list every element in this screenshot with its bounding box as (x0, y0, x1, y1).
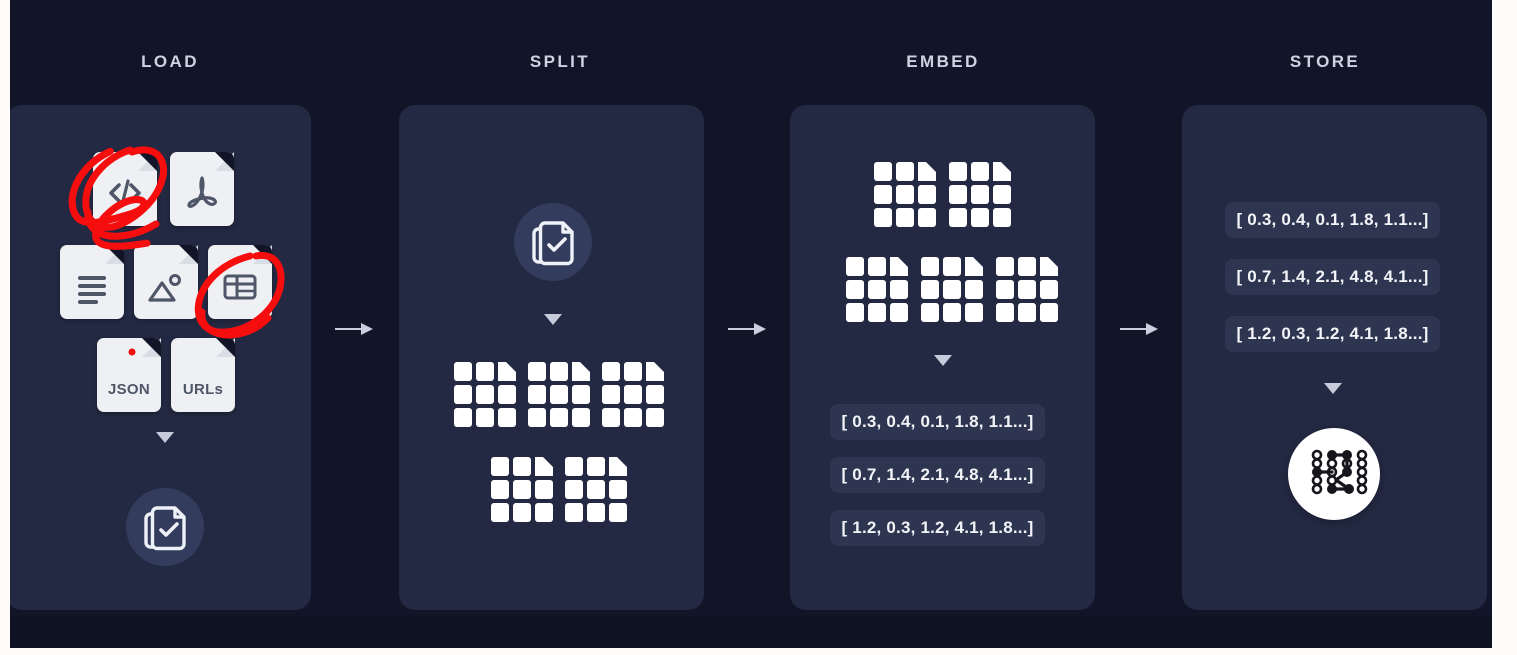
arrow-split-to-embed (728, 322, 768, 336)
chunked-document-icon (996, 257, 1058, 322)
split-chunk-icon-4[interactable] (489, 455, 555, 525)
embed-vector-pill-3[interactable]: [ 1.2, 0.3, 1.2, 4.1, 1.8...] (830, 510, 1045, 546)
store-vector-pill-2[interactable]: [ 0.7, 1.4, 2.1, 4.8, 4.1...] (1225, 259, 1440, 295)
column-header-load: LOAD (141, 52, 199, 71)
code-glyph-icon (109, 179, 141, 207)
file-corner-cut (142, 338, 161, 357)
json-file-label: JSON (107, 381, 151, 398)
split-down-marker-icon (544, 314, 562, 325)
column-headers: LOAD SPLIT EMBED STORE (10, 0, 1492, 100)
acrobat-glyph-icon (187, 176, 217, 208)
embed-chunk-icon-2[interactable] (947, 160, 1013, 230)
store-vector-pill-3[interactable]: [ 1.2, 0.3, 1.2, 4.1, 1.8...] (1225, 316, 1440, 352)
file-corner-cut (179, 245, 198, 264)
chunked-document-icon (949, 162, 1011, 227)
urls-file-icon[interactable]: URLs (171, 338, 235, 412)
chunked-document-icon (602, 362, 664, 427)
chunked-document-icon (874, 162, 936, 227)
arrow-head (1146, 323, 1158, 335)
embed-chunk-icon-1[interactable] (872, 160, 938, 230)
split-chunk-icon-1[interactable] (452, 360, 518, 430)
table-glyph-icon (223, 274, 257, 300)
column-header-split: SPLIT (529, 52, 591, 71)
file-corner-cut (215, 152, 234, 171)
split-source-document-check-badge[interactable] (514, 203, 592, 281)
document-check-icon (532, 221, 574, 266)
vector-database-badge[interactable] (1288, 428, 1380, 520)
document-check-icon (144, 506, 186, 551)
arrow-shaft (1120, 328, 1148, 330)
split-chunk-icon-5[interactable] (563, 455, 629, 525)
arrow-shaft (728, 328, 756, 330)
json-file-icon[interactable]: JSON (97, 338, 161, 412)
chunked-document-icon (454, 362, 516, 427)
code-file-icon[interactable] (93, 152, 157, 226)
chunked-document-icon (846, 257, 908, 322)
embed-chunk-icon-4[interactable] (919, 255, 985, 325)
pipeline-diagram: LOAD SPLIT EMBED STORE (10, 0, 1492, 648)
text-lines-glyph-icon (78, 276, 106, 304)
embed-vector-pill-2[interactable]: [ 0.7, 1.4, 2.1, 4.8, 4.1...] (830, 457, 1045, 493)
embed-chunk-icon-3[interactable] (844, 255, 910, 325)
embed-down-marker-icon (934, 355, 952, 366)
bottom-strip (10, 616, 1492, 648)
chunked-document-icon (921, 257, 983, 322)
store-vector-pill-1[interactable]: [ 0.3, 0.4, 0.1, 1.8, 1.1...] (1225, 202, 1440, 238)
store-down-marker-icon (1324, 383, 1342, 394)
load-down-marker-icon (156, 432, 174, 443)
vector-database-logo-icon (1311, 449, 1368, 495)
chunked-document-icon (528, 362, 590, 427)
table-file-icon[interactable] (208, 245, 272, 319)
file-corner-cut (216, 338, 235, 357)
embed-chunk-icon-5[interactable] (994, 255, 1060, 325)
column-header-store: STORE (1289, 52, 1361, 71)
pdf-file-icon[interactable] (170, 152, 234, 226)
split-chunk-icon-3[interactable] (600, 360, 666, 430)
chunked-document-icon (565, 457, 627, 522)
column-header-embed: EMBED (906, 52, 980, 71)
text-file-icon[interactable] (60, 245, 124, 319)
image-file-icon[interactable] (134, 245, 198, 319)
arrow-shaft (335, 328, 363, 330)
split-card (399, 105, 704, 610)
store-card (1182, 105, 1487, 610)
load-result-document-check-badge[interactable] (126, 488, 204, 566)
arrow-load-to-split (335, 322, 375, 336)
urls-file-label: URLs (182, 381, 224, 398)
chunked-document-icon (491, 457, 553, 522)
split-chunk-icon-2[interactable] (526, 360, 592, 430)
arrow-head (361, 323, 373, 335)
embed-vector-pill-1[interactable]: [ 0.3, 0.4, 0.1, 1.8, 1.1...] (830, 404, 1045, 440)
picture-glyph-icon (148, 274, 181, 302)
arrow-head (754, 323, 766, 335)
arrow-embed-to-store (1120, 322, 1160, 336)
